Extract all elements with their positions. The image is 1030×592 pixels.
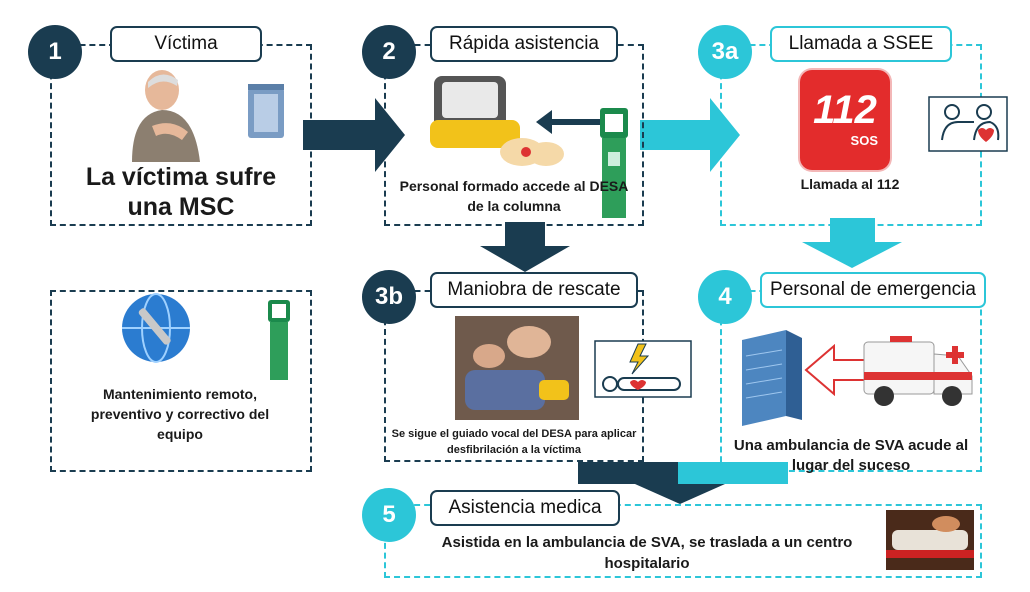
step5-text: Asistida en la ambulancia de SVA, se tra… (441, 534, 853, 572)
step2-circle: 2 (362, 25, 416, 79)
sos-112-sign: 112 SOS (800, 70, 890, 170)
column-arrow-icon (536, 110, 602, 134)
step3b-title: Maniobra de rescate (430, 272, 638, 308)
aed-cabinet-icon (248, 84, 284, 138)
aed-column-icon (600, 108, 628, 218)
arrow-to-5 (635, 484, 725, 504)
transport-photo (886, 510, 974, 570)
hospital-building-icon (742, 330, 802, 426)
step3a-circle: 3a (698, 25, 752, 79)
arrow-1-to-2 (303, 98, 405, 172)
step1-circle: 1 (28, 25, 82, 79)
maintenance-box (50, 290, 312, 472)
step5-circle: 5 (362, 488, 416, 542)
step2-text: Personal formado accede al DESA de la co… (399, 178, 629, 214)
arrow-2-to-3a (640, 98, 740, 172)
step5-title: Asistencia medica (430, 490, 620, 526)
sign-sub: SOS (850, 133, 878, 148)
step3b-text: Se sigue el guiado vocal del DESA para a… (391, 428, 637, 456)
step4-title: Personal de emergencia (760, 272, 986, 308)
arrow-merge-cyan (678, 462, 788, 484)
victim-icon (132, 70, 200, 162)
aed-device-icon (430, 76, 564, 166)
aed-column-icon-small (268, 300, 290, 380)
rescuer-icon (928, 96, 1008, 152)
step1-title: Víctima (110, 26, 262, 62)
arrow-2-to-3b (480, 222, 570, 272)
arrow-3a-to-4 (802, 218, 902, 268)
rescue-photo (455, 316, 579, 420)
sign-number: 112 (813, 88, 877, 132)
defibrillation-icon (594, 340, 692, 398)
maintenance-text: Mantenimiento remoto, preventivo y corre… (90, 386, 270, 442)
wrench-globe-icon (122, 293, 190, 363)
arrow-merge-dark (578, 462, 678, 484)
step3a-text: Llamada al 112 (800, 176, 900, 192)
step2-title: Rápida asistencia (430, 26, 618, 62)
step4-text: Una ambulancia de SVA acude al lugar del… (733, 437, 969, 474)
step3b-circle: 3b (362, 270, 416, 324)
step4-circle: 4 (698, 270, 752, 324)
step3a-title: Llamada a SSEE (770, 26, 952, 62)
ambulance-icon (863, 336, 973, 406)
step1-text: La víctima sufre una MSC (85, 163, 277, 221)
